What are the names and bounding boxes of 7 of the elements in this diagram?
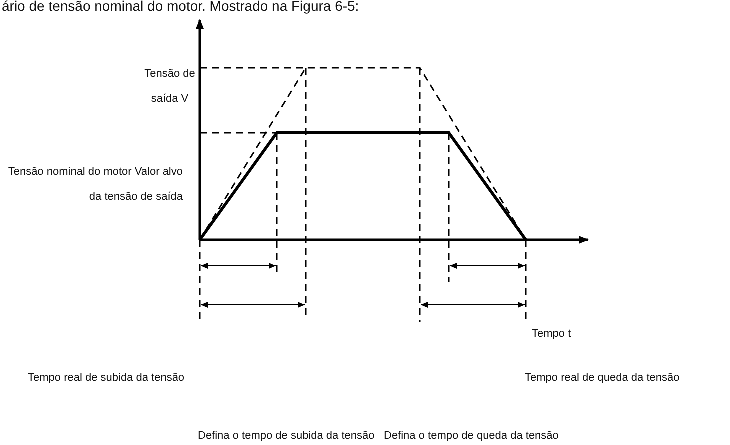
intro-text: ário de tensão nominal do motor. Mostrado na Figura 6-5: (2, 0, 360, 16)
duration-label: Defina o tempo de queda da tensão (384, 429, 560, 444)
duration-label: Tempo real de subida da tensão (28, 371, 186, 386)
duration-label: Tempo real de queda da tensão (525, 371, 681, 386)
axis-label: Tensão de saída V (144, 67, 196, 107)
voltage-note: Tensão nominal do motor Valor alvo da tensão de saída (7, 165, 183, 205)
axis-label: Tempo t (532, 327, 572, 342)
